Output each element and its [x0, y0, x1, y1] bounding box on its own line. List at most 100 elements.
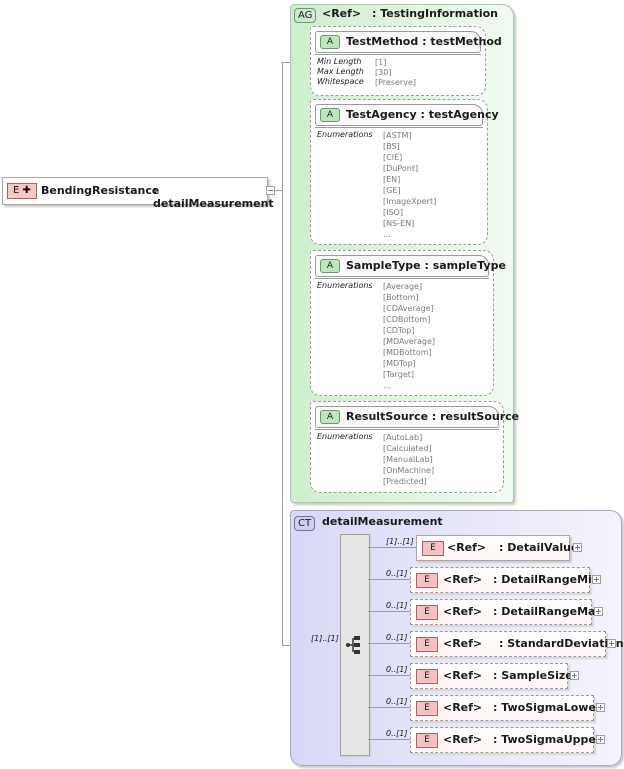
enum-value: [AutoLab] [383, 433, 423, 442]
connector-line [368, 579, 410, 580]
enum-value: [BS] [383, 142, 400, 151]
element-badge: E [416, 637, 438, 652]
attribute-header: A SampleType : sampleType [315, 255, 506, 277]
child-cardinality: 0..[1] [386, 697, 408, 706]
child-element-detailrangemin[interactable]: E <Ref> : DetailRangeMin [410, 567, 600, 593]
sequence-compositor[interactable] [340, 534, 370, 756]
divider [315, 278, 489, 279]
child-cardinality: 0..[1] [386, 729, 408, 738]
attribute-group-ref: <Ref> [322, 7, 362, 20]
attribute-name: TestAgency : testAgency [346, 108, 499, 121]
child-element-twosigmaupper[interactable]: E <Ref> : TwoSigmaUpper [410, 727, 601, 753]
child-element-ref: <Ref> [443, 701, 483, 714]
attribute-name: ResultSource : resultSource [346, 410, 520, 423]
child-element-ref: <Ref> [443, 605, 483, 618]
attribute-testagency[interactable]: A TestAgency : testAgency Enumerations [… [310, 99, 499, 245]
facet-value: [Preserve] [375, 78, 416, 87]
expand-toggle[interactable] [573, 543, 582, 552]
child-element-ref: <Ref> [443, 637, 483, 650]
attribute-group-name: : TestingInformation [372, 7, 499, 20]
enum-value: [OnMachine] [383, 466, 435, 475]
enum-value: [CIE] [383, 153, 403, 162]
sequence-cardinality: [1]..[1] [311, 634, 339, 643]
expand-toggle[interactable] [594, 607, 603, 616]
complex-type-tag: CT [294, 516, 316, 531]
enumerations-label: Enumerations [317, 130, 373, 139]
enum-value: [MDAverage] [383, 337, 436, 346]
enum-value: [NS-EN] [383, 219, 415, 228]
child-element-detailrangemax[interactable]: E <Ref> : DetailRangeMax [410, 599, 603, 625]
element-badge: E [416, 573, 438, 588]
enum-value: [Calculated] [383, 444, 432, 453]
enum-value: ... [383, 230, 391, 239]
enum-value: [CDTop] [383, 326, 415, 335]
element-badge-letter: E [13, 185, 20, 196]
expand-toggle[interactable] [596, 703, 605, 712]
enum-list: [AutoLab] [Calculated] [ManualLab] [OnMa… [383, 432, 434, 487]
expand-toggle[interactable] [596, 735, 605, 744]
facet-value: [30] [375, 68, 392, 77]
enum-value: [Average] [383, 282, 423, 291]
enum-value: [Predicted] [383, 477, 427, 486]
child-cardinality: 0..[1] [386, 601, 408, 610]
child-element-ref: <Ref> [443, 733, 483, 746]
attribute-name: TestMethod : testMethod [346, 35, 502, 48]
child-element-detailvalue[interactable]: E <Ref> : DetailValue [416, 535, 578, 561]
enum-value: [CDBottom] [383, 315, 431, 324]
connector-line [282, 62, 283, 646]
child-cardinality: 0..[1] [386, 569, 408, 578]
root-element-type: : detailMeasurement [153, 184, 274, 210]
enum-list: [ASTM] [BS] [CIE] [DuPont] [EN] [GE] [Im… [383, 130, 436, 240]
facet-value: [1] [375, 58, 387, 67]
child-element-twosigmalower[interactable]: E <Ref> : TwoSigmaLower [410, 695, 601, 721]
enum-value: [ManualLab] [383, 455, 433, 464]
child-element-name: : SampleSize [493, 669, 573, 682]
attribute-badge: A [320, 410, 340, 424]
connector-line [368, 675, 410, 676]
child-cardinality: 0..[1] [386, 665, 408, 674]
child-element-standarddeviation[interactable]: E <Ref> : StandardDeviation [410, 631, 624, 657]
attribute-badge: A [320, 108, 340, 122]
expand-toggle[interactable] [592, 575, 601, 584]
divider [315, 127, 483, 128]
facet-label: Min Length [317, 57, 362, 66]
root-element-node[interactable]: E ✚ BendingResistance : detailMeasuremen… [2, 177, 274, 210]
child-element-name: : DetailRangeMin [493, 573, 600, 586]
child-element-name: : DetailValue [499, 541, 579, 554]
child-element-name: : DetailRangeMax [493, 605, 603, 618]
connector-line [368, 611, 410, 612]
root-element-name: BendingResistance [41, 184, 160, 197]
enum-value: [DuPont] [383, 164, 419, 173]
element-badge: E [416, 733, 438, 748]
enum-value: [CDAverage] [383, 304, 434, 313]
facet-label: Max Length [317, 67, 364, 76]
child-element-samplesize[interactable]: E <Ref> : SampleSize [410, 663, 573, 689]
child-element-name: : TwoSigmaUpper [493, 733, 602, 746]
connector-line [368, 643, 410, 644]
enum-value: ... [383, 381, 391, 390]
child-element-name: : TwoSigmaLower [493, 701, 602, 714]
enum-value: [Target] [383, 370, 414, 379]
expand-toggle[interactable] [607, 639, 616, 648]
expand-toggle[interactable] [570, 671, 579, 680]
collapse-toggle[interactable] [266, 186, 275, 195]
facet-label: Whitespace [317, 77, 364, 86]
attribute-resultsource[interactable]: A ResultSource : resultSource Enumeratio… [310, 401, 519, 493]
enum-value: [Bottom] [383, 293, 419, 302]
enum-value: [ASTM] [383, 131, 412, 140]
enum-list: [Average] [Bottom] [CDAverage] [CDBottom… [383, 281, 435, 391]
connector-line [368, 547, 416, 548]
connector-line [368, 707, 410, 708]
child-cardinality: [1]..[1] [386, 537, 414, 546]
connector-line [282, 62, 290, 63]
enum-value: [ISO] [383, 208, 403, 217]
enumerations-label: Enumerations [317, 432, 373, 441]
enum-value: [MDBottom] [383, 348, 432, 357]
attribute-header: A TestAgency : testAgency [315, 104, 499, 126]
enum-value: [MDTop] [383, 359, 416, 368]
attribute-testmethod[interactable]: A TestMethod : testMethod Min Length [1]… [310, 26, 502, 96]
attribute-sampletype[interactable]: A SampleType : sampleType Enumerations [… [310, 250, 506, 396]
divider [315, 54, 481, 55]
element-badge: E [416, 605, 438, 620]
attribute-group-tag: AG [294, 8, 317, 23]
